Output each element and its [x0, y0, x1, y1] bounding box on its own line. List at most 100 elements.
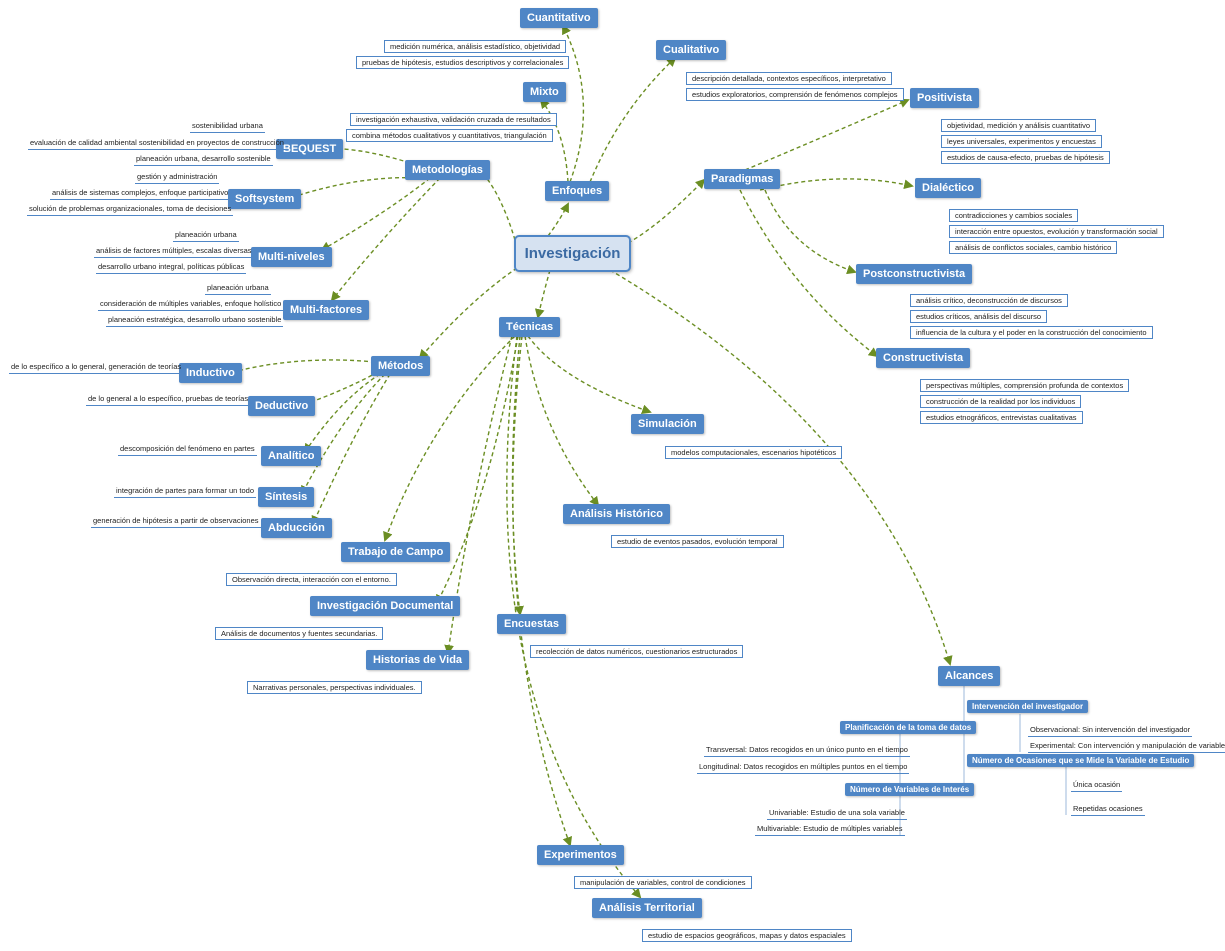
link-metodologias-multifactores	[330, 177, 441, 302]
historias-detail: Narrativas personales, perspectivas indi…	[247, 681, 422, 694]
link-enfoques-cuantitativo	[562, 24, 585, 183]
mixto-detail-1: investigación exhaustiva, validación cru…	[350, 113, 557, 126]
cuantitativo-detail-2: pruebas de hipótesis, estudios descripti…	[356, 56, 570, 69]
constructivista-detail-2: construcción de la realidad por los indi…	[920, 395, 1082, 408]
variables-detail-2: Multivariable: Estudio de múltiples vari…	[755, 824, 905, 836]
constructivista-detail-3: estudios etnográficos, entrevistas cuali…	[920, 411, 1083, 424]
enfoques-node[interactable]: Enfoques	[545, 181, 610, 201]
dialectico-node[interactable]: Dialéctico	[915, 178, 981, 198]
postconstructivista-detail-2: estudios críticos, análisis del discurso	[910, 310, 1048, 323]
documental-detail: Análisis de documentos y fuentes secunda…	[215, 627, 384, 640]
multiniveles-node[interactable]: Multi-niveles	[251, 247, 332, 267]
positivista-detail-3: estudios de causa-efecto, pruebas de hip…	[941, 151, 1110, 164]
positivista-detail-2: leyes universales, experimentos y encues…	[941, 135, 1102, 148]
deductivo-detail: de lo general a lo específico, pruebas d…	[86, 394, 251, 406]
inductivo-node[interactable]: Inductivo	[179, 363, 242, 383]
link-metodos-abduccion	[311, 373, 391, 526]
link-paradigmas-positivista	[744, 98, 910, 171]
cuantitativo-detail-1: medición numérica, análisis estadístico,…	[384, 40, 567, 53]
abduccion-node[interactable]: Abducción	[261, 518, 332, 538]
link-root-metodologias	[476, 166, 516, 241]
ocasiones-detail-1: Única ocasión	[1071, 780, 1123, 792]
link-metodologias-softsystem	[288, 176, 421, 201]
positivista-node[interactable]: Positivista	[910, 88, 980, 108]
link-enfoques-cualitativo	[589, 56, 677, 183]
territorial-node[interactable]: Análisis Territorial	[592, 898, 702, 918]
cualitativo-node[interactable]: Cualitativo	[656, 40, 727, 60]
abduccion-detail: generación de hipótesis a partir de obse…	[91, 516, 261, 528]
link-metodos-analitico	[303, 373, 381, 454]
postconstructivista-detail-3: influencia de la cultura y el poder en l…	[910, 326, 1153, 339]
root-node[interactable]: Investigación	[514, 235, 631, 272]
territorial-detail: estudio de espacios geográficos, mapas y…	[642, 929, 852, 942]
link-paradigmas-dialectico	[759, 178, 914, 191]
softsystem-node[interactable]: Softsystem	[228, 189, 302, 209]
historico-detail: estudio de eventos pasados, evolución te…	[611, 535, 784, 548]
multiniveles-detail-2: análisis de factores múltiples, escalas …	[94, 246, 254, 258]
analitico-detail: descomposición del fenómeno en partes	[118, 444, 257, 456]
encuestas-detail: recolección de datos numéricos, cuestion…	[530, 645, 744, 658]
link-root-tecnicas	[534, 269, 551, 319]
variables-node[interactable]: Número de Variables de Interés	[845, 783, 975, 796]
link-root-alcances	[609, 269, 953, 666]
experimentos-node[interactable]: Experimentos	[537, 845, 624, 865]
softsystem-detail-2: análisis de sistemas complejos, enfoque …	[50, 188, 231, 200]
multifactores-detail-2: consideración de múltiples variables, en…	[98, 299, 284, 311]
ocasiones-node[interactable]: Número de Ocasiones que se Mide la Varia…	[967, 754, 1195, 767]
multiniveles-detail-1: planeación urbana	[173, 230, 239, 242]
simulacion-detail: modelos computacionales, escenarios hipo…	[665, 446, 843, 459]
intervencion-detail-2: Experimental: Con intervención y manipul…	[1028, 741, 1225, 753]
link-tecnicas-experimentos	[512, 335, 572, 847]
planificacion-detail-1: Transversal: Datos recogidos en un único…	[704, 745, 910, 757]
documental-node[interactable]: Investigación Documental	[310, 596, 461, 616]
bequest-detail-2: evaluación de calidad ambiental sostenib…	[28, 138, 286, 150]
analitico-node[interactable]: Analítico	[261, 446, 322, 466]
ocasiones-detail-2: Repetidas ocasiones	[1071, 804, 1145, 816]
variables-detail-1: Univariable: Estudio de una sola variabl…	[767, 808, 907, 820]
multifactores-node[interactable]: Multi-factores	[283, 300, 370, 320]
cualitativo-detail-2: estudios exploratorios, comprensión de f…	[686, 88, 904, 101]
dialectico-detail-1: contradicciones y cambios sociales	[949, 209, 1079, 222]
mixto-node[interactable]: Mixto	[523, 82, 566, 102]
sintesis-node[interactable]: Síntesis	[258, 487, 315, 507]
link-root-metodos	[418, 267, 518, 360]
link-root-paradigmas	[627, 178, 706, 244]
alcances-node[interactable]: Alcances	[938, 666, 1001, 686]
cualitativo-detail-1: descripción detallada, contextos específ…	[686, 72, 892, 85]
paradigmas-node[interactable]: Paradigmas	[704, 169, 781, 189]
planificacion-node[interactable]: Planificación de la toma de datos	[840, 721, 977, 734]
softsystem-detail-3: solución de problemas organizacionales, …	[27, 204, 234, 216]
link-metodos-inductivo	[231, 359, 376, 375]
postconstructivista-node[interactable]: Postconstructivista	[856, 264, 973, 284]
link-tecnicas-campo	[383, 335, 516, 542]
mixto-detail-2: combina métodos cualitativos y cuantitat…	[346, 129, 553, 142]
multifactores-detail-3: planeación estratégica, desarrollo urban…	[106, 315, 284, 327]
intervencion-node[interactable]: Intervención del investigador	[967, 700, 1089, 713]
intervencion-detail-1: Observacional: Sin intervención del inve…	[1028, 725, 1193, 737]
bequest-node[interactable]: BEQUEST	[276, 139, 344, 159]
link-tecnicas-historico	[524, 335, 600, 507]
positivista-detail-1: objetividad, medición y análisis cuantit…	[941, 119, 1096, 132]
historias-node[interactable]: Historias de Vida	[366, 650, 470, 670]
historico-node[interactable]: Análisis Histórico	[563, 504, 670, 524]
tecnicas-node[interactable]: Técnicas	[499, 317, 561, 337]
sintesis-detail: integración de partes para formar un tod…	[114, 486, 256, 498]
constructivista-node[interactable]: Constructivista	[876, 348, 971, 368]
inductivo-detail: de lo específico a lo general, generació…	[9, 362, 184, 374]
deductivo-node[interactable]: Deductivo	[248, 396, 316, 416]
metodos-node[interactable]: Métodos	[371, 356, 431, 376]
multifactores-detail-1: planeación urbana	[205, 283, 271, 295]
link-metodologias-multiniveles	[320, 177, 431, 251]
campo-node[interactable]: Trabajo de Campo	[341, 542, 451, 562]
encuestas-node[interactable]: Encuestas	[497, 614, 567, 634]
link-root-enfoques	[547, 202, 569, 237]
multiniveles-detail-3: desarrollo urbano integral, políticas pú…	[96, 262, 247, 274]
link-paradigmas-constructivista	[739, 189, 879, 358]
link-enfoques-mixto	[539, 98, 569, 183]
bequest-detail-3: planeación urbana, desarrollo sostenible	[134, 154, 273, 166]
experimentos-detail: manipulación de variables, control de co…	[574, 876, 752, 889]
metodologias-node[interactable]: Metodologías	[405, 160, 490, 180]
simulacion-node[interactable]: Simulación	[631, 414, 704, 434]
cuantitativo-node[interactable]: Cuantitativo	[520, 8, 598, 28]
